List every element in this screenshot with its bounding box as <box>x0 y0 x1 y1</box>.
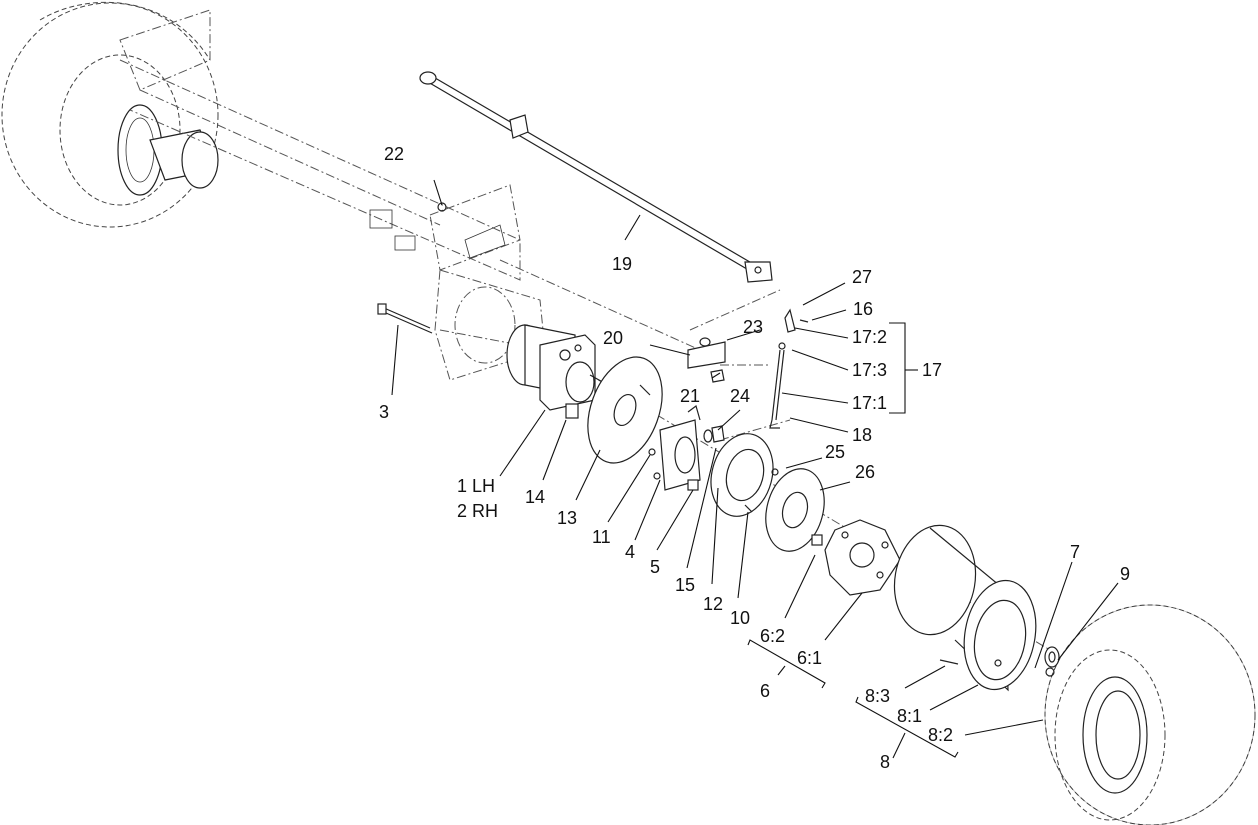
label-8-1: 8:1 <box>897 706 922 726</box>
label-7: 7 <box>1070 542 1080 562</box>
wheel-rim-part-8-1 <box>893 524 1037 692</box>
brake-link-part-17 <box>769 308 809 429</box>
washer-nut-7-9 <box>1044 646 1060 677</box>
brake-disc-part-13 <box>587 356 663 464</box>
label-9: 9 <box>1120 564 1130 584</box>
label-22: 22 <box>384 144 404 164</box>
label-17-3: 17:3 <box>852 360 887 380</box>
hydraulic-motor-part-1-2 <box>506 324 609 419</box>
caliper-bracket-part-4 <box>648 404 701 491</box>
label-24: 24 <box>730 386 750 406</box>
label-11: 11 <box>592 527 611 547</box>
label-18: 18 <box>852 425 872 445</box>
label-17-2: 17:2 <box>852 327 887 347</box>
frame-illustration <box>119 9 546 381</box>
label-6-1: 6:1 <box>797 648 822 668</box>
label-21: 21 <box>680 386 700 406</box>
label-8-3: 8:3 <box>865 686 890 706</box>
label-2-rh: 2 RH <box>457 501 498 521</box>
label-5: 5 <box>650 557 660 577</box>
label-17: 17 <box>922 360 942 380</box>
bolt-part-3 <box>377 303 433 334</box>
hub-flange-part-6-1 <box>811 519 901 596</box>
label-27: 27 <box>852 267 872 287</box>
brake-drum-part-12 <box>710 433 774 517</box>
right-tire-part-8-2 <box>1044 604 1256 825</box>
label-8: 8 <box>880 752 890 772</box>
label-8-2: 8:2 <box>928 725 953 745</box>
part-labels: 22 19 27 16 17:2 17:3 17 17:1 18 23 20 2… <box>379 144 1130 772</box>
left-tire-illustration <box>1 1 219 228</box>
label-10: 10 <box>730 608 750 628</box>
label-4: 4 <box>625 542 635 562</box>
wheel-hub-part-26 <box>765 468 825 552</box>
label-14: 14 <box>525 487 545 507</box>
bracket-part-20 <box>687 337 726 369</box>
group-brackets <box>747 322 959 759</box>
label-19: 19 <box>612 254 632 274</box>
label-3: 3 <box>379 402 389 422</box>
small-hardware <box>703 369 725 443</box>
label-17-1: 17:1 <box>852 393 887 413</box>
label-16: 16 <box>853 299 873 319</box>
label-15: 15 <box>675 575 695 595</box>
label-25: 25 <box>825 442 845 462</box>
label-20: 20 <box>603 328 623 348</box>
label-6-2: 6:2 <box>760 626 785 646</box>
label-26: 26 <box>855 462 875 482</box>
label-1-lh: 1 LH <box>457 476 495 496</box>
brake-rod-part-19 <box>419 71 773 283</box>
label-6: 6 <box>760 681 770 701</box>
label-12: 12 <box>703 594 723 614</box>
label-23: 23 <box>743 317 763 337</box>
leader-lines <box>391 179 1119 736</box>
label-13: 13 <box>557 508 577 528</box>
